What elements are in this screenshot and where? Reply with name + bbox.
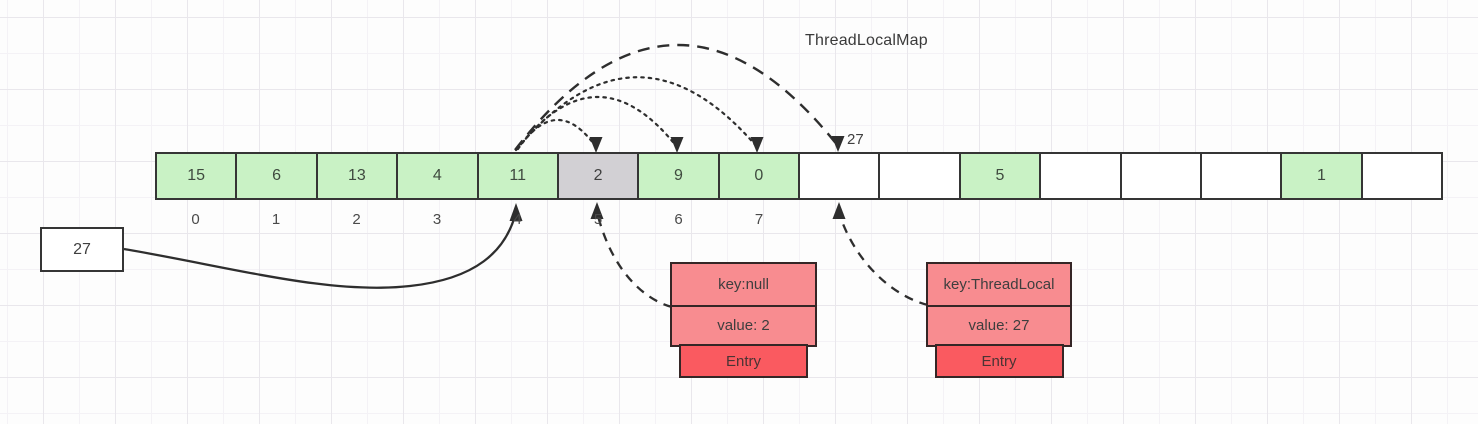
array-cell-8 [798,152,881,200]
index-label-3: 3 [432,211,442,228]
entry-card-null: key:null value: 2 Entry [670,262,817,378]
pointer-entry-threadlocal-to-slot-8 [838,215,929,307]
entry-value-row: value: 27 [926,304,1072,347]
array-cell-12 [1119,152,1202,200]
probe-arc-to-slot-8 [514,43,839,151]
array-cell-7: 0 [717,152,800,200]
entry-card-threadlocal: key:ThreadLocal value: 27 Entry [926,262,1072,378]
index-label-2: 2 [352,211,361,228]
index-label-6: 6 [674,211,683,228]
index-label-4: 4 [513,211,522,228]
pointer-entry-null-to-slot-5 [596,215,673,309]
entry-value-row: value: 2 [670,304,817,347]
array-cell-11 [1039,152,1122,200]
diagram-title: ThreadLocalMap [805,32,928,49]
index-label-5: 5 [593,211,603,228]
probe-arc-to-slot-7 [514,76,759,152]
array-cell-13 [1199,152,1283,200]
array-cell-15 [1360,152,1443,200]
array-cell-5: 2 [556,152,640,200]
entry-key-row: key:null [670,262,817,307]
array-cell-6: 9 [637,152,720,200]
entry-key-row: key:ThreadLocal [926,262,1072,307]
value-box-27-text: 27 [73,240,91,258]
index-label-7: 7 [754,211,764,228]
array-cell-0: 15 [155,152,238,200]
index-label-1: 1 [271,211,281,228]
arrowhead-down-slot-7 [750,137,764,153]
array-cell-1: 6 [235,152,318,200]
array-cell-4: 11 [476,152,559,200]
value-box-27: 27 [40,227,124,272]
probe-arc-value-label: 27 [847,131,864,148]
index-label-0: 0 [191,211,200,228]
arrowhead-up-slot-8 [832,202,846,219]
entry-footer: Entry [934,344,1064,378]
arrowhead-down-slot-8 [831,136,845,152]
array-cell-3: 4 [396,152,479,200]
arrowhead-down-slot-6 [670,137,684,153]
probe-arc-to-slot-6 [515,95,679,151]
array-cell-9 [878,152,961,200]
probe-arc-to-slot-5 [516,119,598,151]
array-cell-14: 1 [1280,152,1363,200]
array-cell-10: 5 [958,152,1042,200]
array-cell-2: 13 [315,152,399,200]
entry-footer: Entry [679,344,808,378]
arrowhead-down-slot-5 [589,137,603,153]
